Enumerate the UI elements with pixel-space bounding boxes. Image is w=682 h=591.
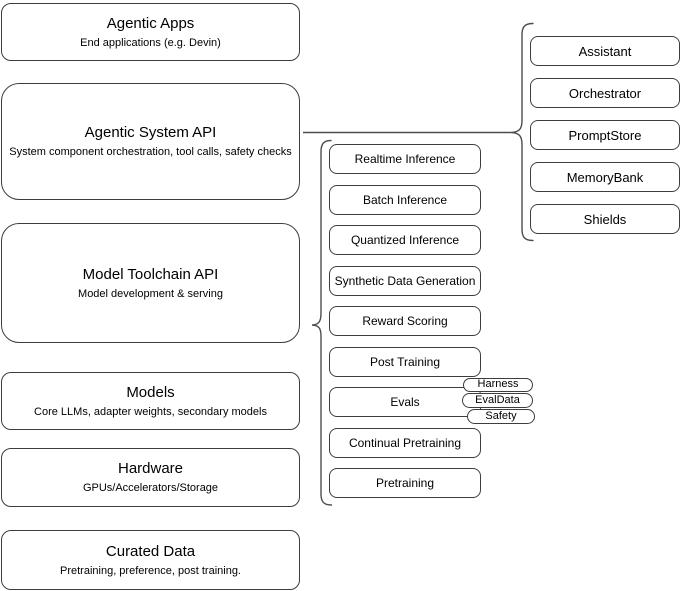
node-title: Hardware — [117, 460, 184, 477]
node-agentic-apps: Agentic Apps End applications (e.g. Devi… — [1, 3, 300, 61]
node-evals-tag-2: Safety — [467, 409, 535, 424]
node-evals-tag-label: Safety — [485, 409, 517, 422]
node-title: Models — [126, 383, 175, 401]
node-toolchain-item-label: Reward Scoring — [362, 314, 448, 328]
node-evals-tag-label: EvalData — [475, 393, 520, 406]
node-title: Agentic Apps — [106, 14, 195, 32]
node-system-component-0: Assistant — [530, 36, 680, 66]
node-title: Curated Data — [105, 542, 196, 560]
node-evals-tag-0: Harness — [463, 377, 533, 392]
node-model-toolchain-api: Model Toolchain API Model development & … — [1, 223, 300, 343]
node-subtitle: GPUs/Accelerators/Storage — [82, 482, 219, 494]
node-system-component-label: Shields — [583, 211, 627, 227]
node-subtitle: System component orchestration, tool cal… — [9, 146, 292, 158]
node-system-component-3: MemoryBank — [530, 162, 680, 192]
node-system-component-label: Assistant — [578, 43, 632, 59]
node-agentic-system-api: Agentic System API System component orch… — [1, 83, 300, 200]
node-toolchain-item-label: Continual Pretraining — [348, 435, 462, 450]
node-toolchain-item-8: Pretraining — [329, 468, 481, 498]
node-subtitle: End applications (e.g. Devin) — [80, 36, 221, 49]
node-evals-tag-1: EvalData — [462, 393, 533, 408]
node-toolchain-item-2: Quantized Inference — [329, 225, 481, 255]
node-subtitle: Pretraining, preference, post training. — [60, 564, 241, 577]
node-toolchain-item-7: Continual Pretraining — [329, 427, 481, 458]
node-evals-tag-label: Harness — [477, 378, 519, 391]
node-toolchain-item-label: Evals — [390, 395, 420, 409]
node-toolchain-item-label: Post Training — [369, 354, 441, 369]
node-toolchain-item-label: Realtime Inference — [354, 152, 456, 166]
node-system-component-4: Shields — [530, 204, 680, 234]
node-system-component-label: Orchestrator — [568, 85, 642, 101]
node-system-component-1: Orchestrator — [530, 78, 680, 108]
node-toolchain-item-label: Batch Inference — [362, 192, 448, 207]
node-toolchain-item-label: Synthetic Data Generation — [334, 273, 476, 288]
node-system-component-label: PromptStore — [568, 127, 642, 143]
node-models: Models Core LLMs, adapter weights, secon… — [1, 372, 300, 430]
node-curated-data: Curated Data Pretraining, preference, po… — [1, 530, 300, 590]
node-toolchain-item-1: Batch Inference — [329, 184, 481, 215]
node-toolchain-item-label: Quantized Inference — [350, 233, 460, 247]
node-subtitle: Model development & serving — [78, 287, 223, 300]
node-toolchain-item-5: Post Training — [329, 346, 481, 377]
node-toolchain-item-6: Evals — [329, 387, 481, 417]
node-title: Agentic System API — [84, 124, 217, 141]
node-toolchain-item-label: Pretraining — [375, 476, 435, 490]
node-hardware: Hardware GPUs/Accelerators/Storage — [1, 448, 300, 507]
node-title: Model Toolchain API — [82, 265, 219, 283]
node-system-component-label: MemoryBank — [566, 169, 644, 185]
node-system-component-2: PromptStore — [530, 120, 680, 150]
node-toolchain-item-3: Synthetic Data Generation — [329, 265, 481, 296]
node-toolchain-item-0: Realtime Inference — [329, 144, 481, 174]
node-subtitle: Core LLMs, adapter weights, secondary mo… — [34, 405, 267, 418]
node-toolchain-item-4: Reward Scoring — [329, 306, 481, 336]
